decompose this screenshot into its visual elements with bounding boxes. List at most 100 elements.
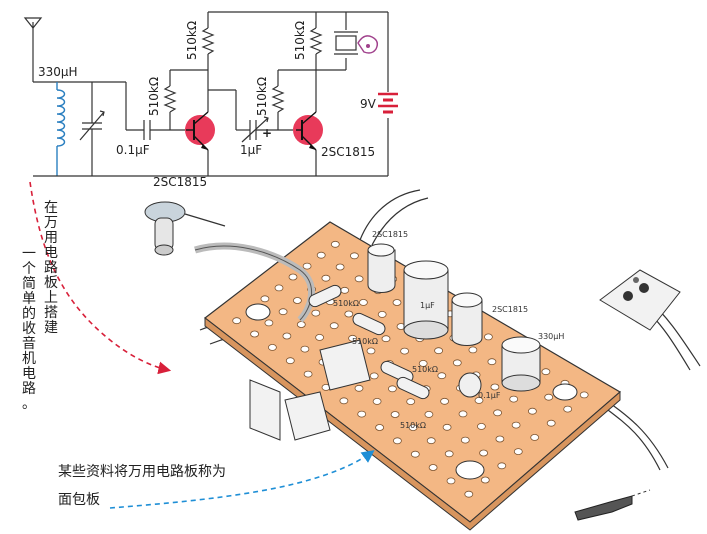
board-hole xyxy=(392,437,402,445)
board-hole xyxy=(358,298,368,306)
board-hole xyxy=(392,299,402,306)
board-transistor-1-label: 2SC1815 xyxy=(372,230,408,239)
board-hole xyxy=(452,359,462,367)
board-hole xyxy=(460,436,470,444)
plus-sign: + xyxy=(262,126,272,140)
transistor-2-label: 2SC1815 xyxy=(321,145,375,159)
resistor-part xyxy=(308,284,430,400)
board-res-b-label: 510kΩ xyxy=(352,337,378,346)
inductor-label: 330μH xyxy=(38,65,78,79)
vertical-caption-1: 在万用电路板上搭建 xyxy=(44,200,58,336)
board-hole xyxy=(329,322,339,330)
board-hole xyxy=(296,321,306,328)
red-arrow xyxy=(29,181,172,375)
board-hole xyxy=(400,347,410,355)
board-hole xyxy=(315,333,325,341)
board-hole xyxy=(354,384,364,392)
coil-inductor xyxy=(56,82,66,176)
board-hole xyxy=(288,273,298,281)
board-hole xyxy=(357,410,367,418)
board-hole xyxy=(440,397,450,405)
board-hole xyxy=(264,319,274,327)
resistor-4-label: 510kΩ xyxy=(255,77,269,116)
variable-capacitor-knob xyxy=(144,201,226,256)
earphone-icon xyxy=(334,31,379,55)
bottom-caption-line-2: 面包板 xyxy=(58,492,100,508)
board-hole xyxy=(321,274,331,282)
antenna-icon xyxy=(23,17,43,82)
capacitor-1uf-part xyxy=(403,260,449,340)
cap-0-1uf-label: 0.1μF xyxy=(116,143,150,157)
board-hole xyxy=(381,335,391,343)
svg-text:在万用电路板上搭建: 在万用电路板上搭建 xyxy=(44,200,58,336)
board-hole xyxy=(408,424,418,432)
board-hole xyxy=(354,275,364,283)
board-hole xyxy=(340,286,350,294)
board-hole xyxy=(232,317,242,325)
board-hole xyxy=(497,462,507,470)
schematic xyxy=(23,11,389,177)
board-hole xyxy=(424,410,434,418)
board-hole xyxy=(348,334,358,342)
mount-hole xyxy=(455,460,485,480)
resistor-3-label: 510kΩ xyxy=(293,21,307,60)
board-hole xyxy=(339,397,349,405)
vertical-caption-2: 一个简单的收音机电路。 xyxy=(22,246,36,412)
board-hole xyxy=(458,410,468,418)
board-hole xyxy=(292,297,302,304)
inductor-part xyxy=(501,336,541,392)
board-hole xyxy=(300,345,310,353)
board-hole xyxy=(285,357,295,365)
board-transistor-2-label: 2SC1815 xyxy=(492,305,528,314)
board-hole xyxy=(428,464,438,471)
board-hole xyxy=(302,262,312,270)
alligator-clip xyxy=(574,489,651,521)
board-hole xyxy=(349,252,359,260)
board-hole xyxy=(434,347,444,355)
board-hole xyxy=(390,411,400,418)
resistor-1-label: 510kΩ xyxy=(185,21,199,60)
board-hole xyxy=(410,450,420,458)
board-res-d-label: 510kΩ xyxy=(400,421,426,430)
battery-icon xyxy=(378,92,398,114)
blue-arrow xyxy=(109,450,375,509)
board-hole xyxy=(480,476,490,484)
transistor-symbol-1 xyxy=(185,111,215,151)
board-hole xyxy=(563,405,573,413)
board-hole xyxy=(528,407,537,415)
switch-bracket xyxy=(249,339,371,441)
transistor-part-2 xyxy=(451,292,483,346)
resistor-1 xyxy=(201,27,215,55)
board-hole xyxy=(437,372,447,380)
board-hole xyxy=(509,395,519,403)
resistor-2 xyxy=(163,85,177,113)
board-hole xyxy=(483,333,493,341)
board-hole xyxy=(493,409,503,417)
board-cap-01uf-label: 0.1μF xyxy=(478,391,501,400)
board-hole xyxy=(369,372,379,380)
board-hole xyxy=(513,448,523,456)
cap-1uf-label: 1μF xyxy=(240,143,262,157)
mount-hole xyxy=(245,303,271,321)
board-hole xyxy=(375,424,385,431)
board-hole xyxy=(446,477,456,485)
capacitor-0-1uf xyxy=(143,120,151,140)
board-hole xyxy=(530,433,540,441)
svg-text:一个简单的收音机电路。: 一个简单的收音机电路。 xyxy=(22,246,36,412)
board-inductor-label: 330μH xyxy=(538,332,564,341)
board-hole xyxy=(366,347,376,355)
board-hole xyxy=(464,490,474,498)
board-res-c-label: 510kΩ xyxy=(412,365,438,374)
resistor-4 xyxy=(271,85,285,113)
board-hole xyxy=(426,437,436,445)
board-hole xyxy=(495,435,505,443)
transistor-symbol-2 xyxy=(293,111,323,151)
board-hole xyxy=(372,397,382,405)
board-hole xyxy=(546,419,556,427)
board-hole xyxy=(330,240,340,248)
capacitor-0-1uf-part xyxy=(458,372,482,398)
board-hole xyxy=(418,359,428,367)
board-hole xyxy=(387,385,397,393)
